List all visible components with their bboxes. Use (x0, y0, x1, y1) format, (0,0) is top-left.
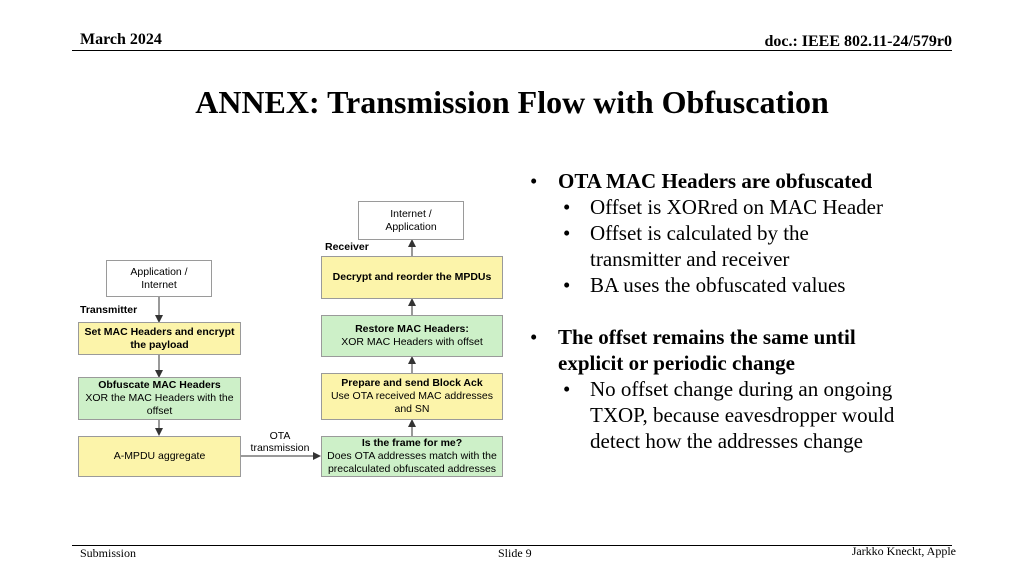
rx-blockack-line-1: Use OTA received MAC addresses (330, 390, 494, 402)
tx-obfuscate-title: Obfuscate MAC Headers (98, 379, 221, 391)
ota-transmission-label: OTA transmission (246, 430, 314, 454)
rx-blockack-box: Prepare and send Block Ack Use OTA recei… (321, 373, 503, 420)
header-date: March 2024 (80, 31, 162, 48)
bullet-gap (530, 298, 970, 324)
rx-decrypt-box: Decrypt and reorder the MPDUs (321, 256, 503, 299)
rx-restore-line-1: XOR MAC Headers with offset (341, 336, 483, 348)
tx-obfuscate-line-2: offset (146, 405, 173, 417)
ota-label-line-2: transmission (250, 442, 310, 454)
rx-app-line-1: Internet / (390, 207, 432, 220)
bullet-text: OTA MAC Headers are obfuscated (558, 169, 873, 193)
rx-decrypt-line-1: Decrypt and reorder the MPDUs (332, 271, 492, 283)
rx-internet-app-box: Internet / Application (358, 201, 464, 240)
bullet-text: BA uses the obfuscated values (590, 273, 846, 297)
rx-restore-box: Restore MAC Headers: XOR MAC Headers wit… (321, 315, 503, 357)
sub-bullet-xor: Offset is XORred on MAC Header (530, 194, 970, 220)
bullet-text: The offset remains the same until (558, 325, 856, 349)
footer-submission: Submission (80, 546, 137, 560)
rx-blockack-line-2: and SN (394, 403, 430, 415)
tx-app-line-1: Application / (130, 265, 188, 278)
tx-aggregate-line-1: A-MPDU aggregate (113, 450, 206, 462)
tx-app-internet-box: Application / Internet (106, 260, 212, 297)
bullet-text: detect how the addresses change (590, 429, 863, 453)
receiver-label: Receiver (325, 241, 369, 253)
tx-obfuscate-line-1: XOR the MAC Headers with the (85, 392, 234, 404)
bullet-text: Offset is calculated by the (590, 221, 809, 245)
rx-restore-title: Restore MAC Headers: (355, 323, 469, 335)
tx-obfuscate-box: Obfuscate MAC Headers XOR the MAC Header… (78, 377, 241, 420)
slide-title: ANNEX: Transmission Flow with Obfuscatio… (195, 84, 829, 120)
rx-check-line-1: Does OTA addresses match with the (327, 450, 497, 462)
bullet-text: Offset is XORred on MAC Header (590, 195, 883, 219)
bullet-text: TXOP, because eavesdropper would (590, 403, 895, 427)
header-doc-id: doc.: IEEE 802.11-24/579r0 (764, 33, 952, 50)
tx-encrypt-line-1: Set MAC Headers and encrypt (84, 325, 235, 338)
rx-check-line-2: precalculated obfuscated addresses (327, 463, 497, 475)
sub-bullet-ba: BA uses the obfuscated values (530, 272, 970, 298)
footer-divider (72, 545, 952, 546)
rx-blockack-title: Prepare and send Block Ack (341, 377, 483, 389)
header-divider (72, 50, 952, 51)
bullet-text: explicit or periodic change (558, 351, 795, 375)
rx-app-line-2: Application (385, 220, 437, 233)
tx-encrypt-line-2: the payload (130, 338, 189, 351)
bullet-text: No offset change during an ongoing (590, 377, 893, 401)
transmitter-label: Transmitter (80, 304, 138, 316)
rx-check-box: Is the frame for me? Does OTA addresses … (321, 436, 503, 477)
rx-check-title: Is the frame for me? (361, 437, 463, 449)
bullet-offset-same: The offset remains the same until explic… (530, 324, 970, 376)
bullet-text: transmitter and receiver (590, 247, 790, 271)
bullet-obfuscated-headers: OTA MAC Headers are obfuscated (530, 168, 970, 194)
sub-bullet-calculated: Offset is calculated by the transmitter … (530, 220, 970, 272)
sub-bullet-no-change: No offset change during an ongoing TXOP,… (530, 376, 970, 454)
bullet-list: OTA MAC Headers are obfuscated Offset is… (530, 168, 970, 454)
tx-aggregate-box: A-MPDU aggregate (78, 436, 241, 477)
tx-app-line-2: Internet (141, 278, 177, 291)
tx-encrypt-box: Set MAC Headers and encrypt the payload (78, 322, 241, 355)
footer-slide-number: Slide 9 (498, 546, 532, 560)
ota-label-line-1: OTA (269, 430, 291, 442)
footer-author: Jarkko Kneckt, Apple (851, 544, 956, 558)
